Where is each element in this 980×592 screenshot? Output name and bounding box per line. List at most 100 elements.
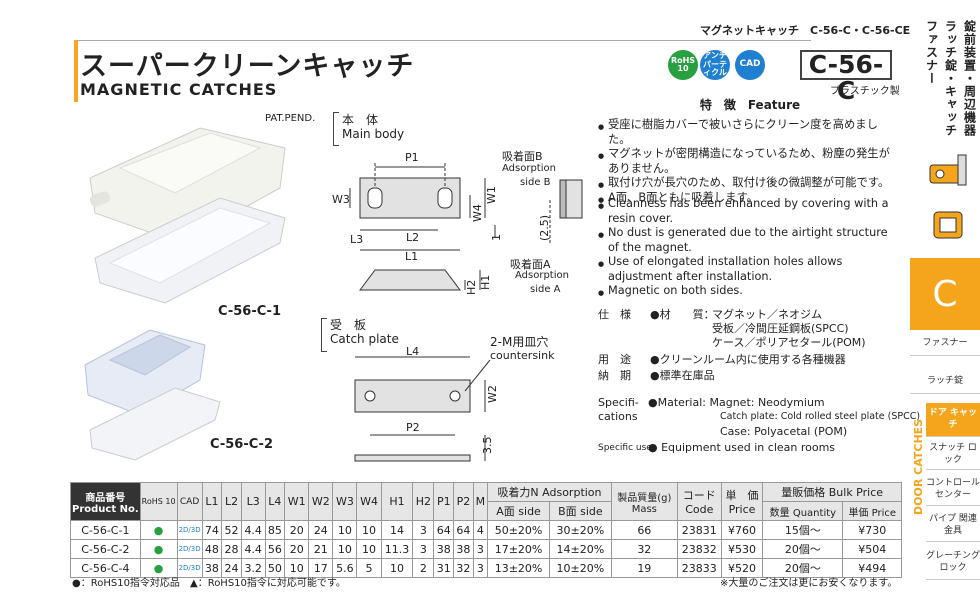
use-en-label: Specific use: [598, 443, 652, 453]
table-cell: 28: [221, 539, 242, 559]
table-cell: 52: [221, 520, 242, 540]
th-dim: P1: [433, 482, 455, 521]
table-cell: 17: [308, 558, 334, 578]
table-cell-rohs: ●: [139, 539, 178, 559]
patent-pending: PAT.PEND.: [265, 113, 316, 124]
table-cell: 20: [284, 539, 310, 559]
section-letter: C: [910, 258, 980, 330]
dim-h2: H2: [465, 280, 478, 295]
table-cell: 3: [472, 558, 489, 578]
table-cell: 64: [453, 520, 474, 540]
countersink-label-en: countersink: [490, 349, 555, 362]
anti-particle-badge: アンチ パーティクル: [700, 50, 730, 80]
catch-plate-bracket: [321, 318, 327, 352]
th-force-b: B面 side: [548, 501, 612, 521]
table-cell: 15個～: [762, 520, 844, 540]
dim-l2: L2: [406, 231, 419, 244]
sidebar-item-fastener[interactable]: ファスナー: [910, 332, 980, 356]
sidebar-item-grating[interactable]: グレーチング ロック: [926, 546, 980, 580]
sidebar-item-control[interactable]: コントロール センター: [926, 474, 980, 506]
delivery-label: 納 期: [598, 369, 631, 382]
th-dim: W4: [356, 482, 382, 521]
table-cell: 14: [380, 520, 414, 540]
table-cell: 32: [610, 539, 678, 559]
category-vertical-title: ファスナー ラッチ錠・キャッチ 錠前装置・周辺機器: [922, 20, 980, 150]
legend-rohs: ●：RoHS10指令対応品: [72, 578, 180, 589]
sidebar-item-snatch-lock[interactable]: スナッチ ロック: [926, 440, 980, 470]
spec-label: 仕 様: [598, 308, 631, 321]
table-cell: 64: [433, 520, 455, 540]
dim-w4: W4: [471, 204, 484, 222]
th-force-a: A面 side: [487, 501, 550, 521]
spec-en-label: Specifi-: [598, 396, 639, 409]
table-cell: 13±20%: [487, 558, 550, 578]
table-cell: 2D/3D: [176, 539, 203, 559]
th-dim: W1: [284, 482, 310, 521]
table-cell: 24: [308, 520, 334, 540]
catch-plate-label-jp: 受 板: [330, 318, 367, 332]
table-cell: 2: [412, 558, 435, 578]
table-cell: 19: [610, 558, 678, 578]
th-mass: 製品質量(g)Mass: [610, 482, 678, 521]
spec-en-label: cations: [598, 410, 638, 423]
table-cell: 3.2: [240, 558, 266, 578]
features-jp-list: 受座に樹脂カバーで被いさらにクリーン度を高めました。 マグネットが密閉構造になっ…: [598, 118, 898, 206]
product-photo-c56c1: [89, 127, 286, 304]
table-cell: C-56-C-2: [70, 539, 141, 559]
th-dim: L1: [201, 482, 223, 521]
th-dim: L2: [221, 482, 242, 521]
dim-w1: W1: [485, 186, 498, 204]
adsorption-a-label-en2: side A: [530, 284, 561, 295]
table-cell: ¥730: [842, 520, 902, 540]
table-cell: 14±20%: [548, 539, 612, 559]
table-cell: 85: [264, 520, 286, 540]
th-dim: H2: [412, 482, 435, 521]
rohs-dot-icon: ●: [153, 523, 164, 537]
th-dim: L3: [240, 482, 266, 521]
spec-material-label: ●材 質：: [650, 308, 715, 321]
dim-one: 1: [490, 234, 503, 241]
table-cell: ¥520: [720, 558, 764, 578]
table-cell: 31: [433, 558, 455, 578]
table-cell: ¥530: [720, 539, 764, 559]
cad-badge: CAD: [735, 50, 765, 80]
table-cell: 38: [453, 539, 474, 559]
table-cell: 32: [453, 558, 474, 578]
dim-l4: L4: [406, 345, 419, 358]
rohs-dot-icon: ●: [153, 542, 164, 556]
th-bulk-qty: 数量 Quantity: [762, 501, 844, 521]
sidebar-item-latch[interactable]: ラッチ錠: [910, 370, 980, 394]
table-cell: 23831: [676, 520, 722, 540]
features-title: 特 徴 Feature: [699, 98, 801, 112]
model-number: C-56-C: [800, 50, 892, 104]
table-cell: ¥494: [842, 558, 902, 578]
table-cell: 3: [412, 539, 435, 559]
table-cell: 20個～: [762, 558, 844, 578]
main-body-drawing: P1 W3 W4 W1 1 L3 L2 L1 H2 H1 (2.5): [332, 151, 583, 295]
table-cell: 2D/3D: [176, 520, 203, 540]
vtitle-col: ファスナー: [924, 20, 939, 85]
countersink-label-jp: 2-M用皿穴: [490, 335, 549, 349]
table-cell: 38: [201, 558, 223, 578]
sidebar-item-pipe[interactable]: パイプ 関連金具: [926, 510, 980, 542]
main-body-bracket: [333, 112, 339, 146]
table-cell: 20: [284, 520, 310, 540]
table-cell: 10: [332, 539, 358, 559]
table-cell: 3: [472, 539, 489, 559]
table-cell: 17±20%: [487, 539, 550, 559]
table-cell: ¥760: [720, 520, 764, 540]
feature-en-item: No dust is generated due to the airtight…: [598, 226, 898, 255]
vtitle-col: 錠前装置・周辺機器: [962, 20, 977, 137]
header-rule: [76, 40, 811, 41]
series-title: マグネットキャッチ C-56-C・C-56-CE: [700, 24, 911, 37]
th-dim: W3: [332, 482, 358, 521]
table-cell: 21: [308, 539, 334, 559]
sidebar-item-door-catch[interactable]: ドア キャッチ: [926, 403, 980, 437]
product-label-1: C-56-C-1: [218, 304, 282, 319]
material-note: プラスチック製: [830, 86, 900, 97]
